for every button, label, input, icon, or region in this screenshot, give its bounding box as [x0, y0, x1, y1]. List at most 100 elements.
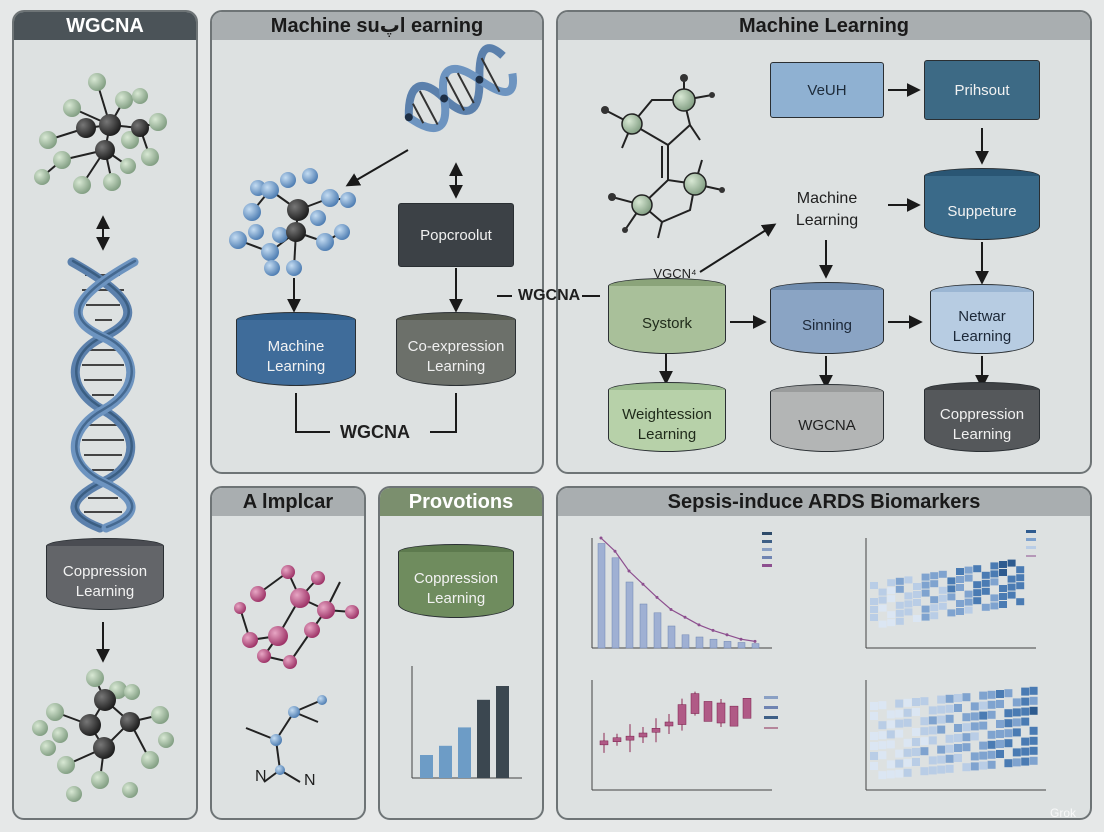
sepsis-panel: Sepsis-induce ARDS Biomarkers: [556, 486, 1092, 820]
legend-swatch: [764, 716, 778, 719]
heat-cell: [970, 732, 979, 741]
heat-cell: [895, 769, 904, 778]
heat-cell: [913, 583, 921, 590]
heat-cell: [999, 601, 1007, 608]
heat-cell: [945, 764, 954, 773]
heat-cell: [1004, 739, 1013, 748]
heat-cell: [1012, 708, 1021, 717]
cylinder-weightession-learning: Weightession Learning: [608, 382, 726, 452]
heat-cell: [962, 693, 971, 702]
heat-cell: [921, 605, 930, 613]
marker: [638, 732, 648, 738]
cylinder-co-expression: Co-expression Learning: [396, 312, 516, 386]
heat-cell: [956, 568, 964, 575]
marker: [690, 693, 700, 714]
bar: [625, 581, 634, 649]
heat-cell: [937, 765, 946, 774]
line-point: [711, 628, 715, 632]
heat-cell: [945, 694, 954, 703]
heat-cell: [962, 723, 971, 732]
heat-cell: [970, 722, 979, 731]
marker: [625, 735, 635, 741]
heat-cell: [956, 600, 964, 607]
heat-cell: [979, 721, 988, 730]
heat-cell: [886, 720, 895, 729]
marker: [677, 704, 687, 725]
heat-cell: [887, 587, 896, 595]
cylinder-machine-learning-blue: Machine Learning: [236, 312, 356, 386]
heat-cell: [1016, 582, 1025, 590]
heat-cell: [913, 599, 921, 606]
heat-cell: [937, 705, 946, 714]
heat-cell: [878, 701, 887, 710]
cylinder-coppression-dark: Coppression Learning: [924, 382, 1040, 452]
heat-cell: [981, 571, 990, 579]
heat-cell: [878, 771, 887, 780]
heat-cell: [996, 700, 1004, 708]
bar: [709, 638, 718, 649]
heat-cell: [870, 614, 878, 621]
heat-cell: [903, 768, 912, 777]
heat-cell: [970, 762, 979, 771]
heat-cell: [920, 697, 929, 706]
heat-cell: [996, 740, 1004, 748]
heat-cell: [947, 585, 956, 593]
heat-cell: [921, 589, 930, 597]
heat-cell: [964, 574, 973, 582]
heat-cell: [990, 562, 999, 570]
heat-cell: [937, 725, 946, 734]
heat-cell: [928, 736, 937, 745]
heat-cell: [954, 744, 962, 752]
watermark: Grok: [1050, 806, 1077, 820]
cylinder-suppeture: Suppeture: [924, 168, 1040, 240]
molecule-magenta: [239, 571, 353, 663]
heat-cell: [920, 747, 929, 756]
heat-cell: [987, 710, 996, 719]
line-point: [697, 623, 701, 627]
heat-cell: [887, 579, 896, 587]
heat-cell: [870, 762, 878, 770]
heat-cell: [956, 608, 964, 615]
heat-cell: [962, 763, 971, 772]
legend-swatch: [762, 540, 772, 543]
cylinder-systork: Systork: [608, 278, 726, 354]
heat-cell: [920, 727, 929, 736]
heat-cell: [895, 699, 904, 708]
heat-cell: [962, 743, 971, 752]
heat-cell: [964, 606, 973, 614]
heat-cell: [930, 596, 939, 604]
heat-cell: [981, 579, 990, 587]
heat-cell: [1029, 686, 1038, 695]
heat-cell: [956, 584, 964, 591]
heat-cell: [912, 728, 920, 736]
heat-cell: [1029, 756, 1038, 765]
marker: [612, 737, 622, 742]
heat-cell: [990, 578, 999, 586]
line-point: [641, 582, 645, 586]
heat-cell: [1016, 598, 1025, 606]
line-point: [599, 536, 603, 540]
heat-cell: [870, 702, 878, 710]
heat-cell: [903, 698, 912, 707]
legend-swatch: [764, 696, 778, 699]
heat-cell: [878, 741, 887, 750]
heat-cell: [886, 760, 895, 769]
heat-cell: [878, 604, 887, 612]
heat-cell: [945, 754, 954, 763]
provotions-bar-chart: [411, 666, 522, 779]
trend-line: [600, 537, 756, 642]
heat-cell: [878, 731, 887, 740]
heat-cell: [938, 594, 947, 602]
heat-cell: [895, 609, 904, 617]
bar: [496, 686, 509, 778]
heat-cell: [937, 715, 946, 724]
heat-cell: [895, 759, 904, 768]
heat-cell: [938, 602, 947, 610]
heat-cell: [987, 700, 996, 709]
heat-cell: [996, 750, 1004, 758]
heat-cell: [954, 694, 962, 702]
heat-cell: [1021, 717, 1030, 726]
heat-cell: [964, 566, 973, 574]
label-wgcna-side: WGCNA: [518, 287, 581, 304]
heat-cell: [999, 569, 1007, 576]
